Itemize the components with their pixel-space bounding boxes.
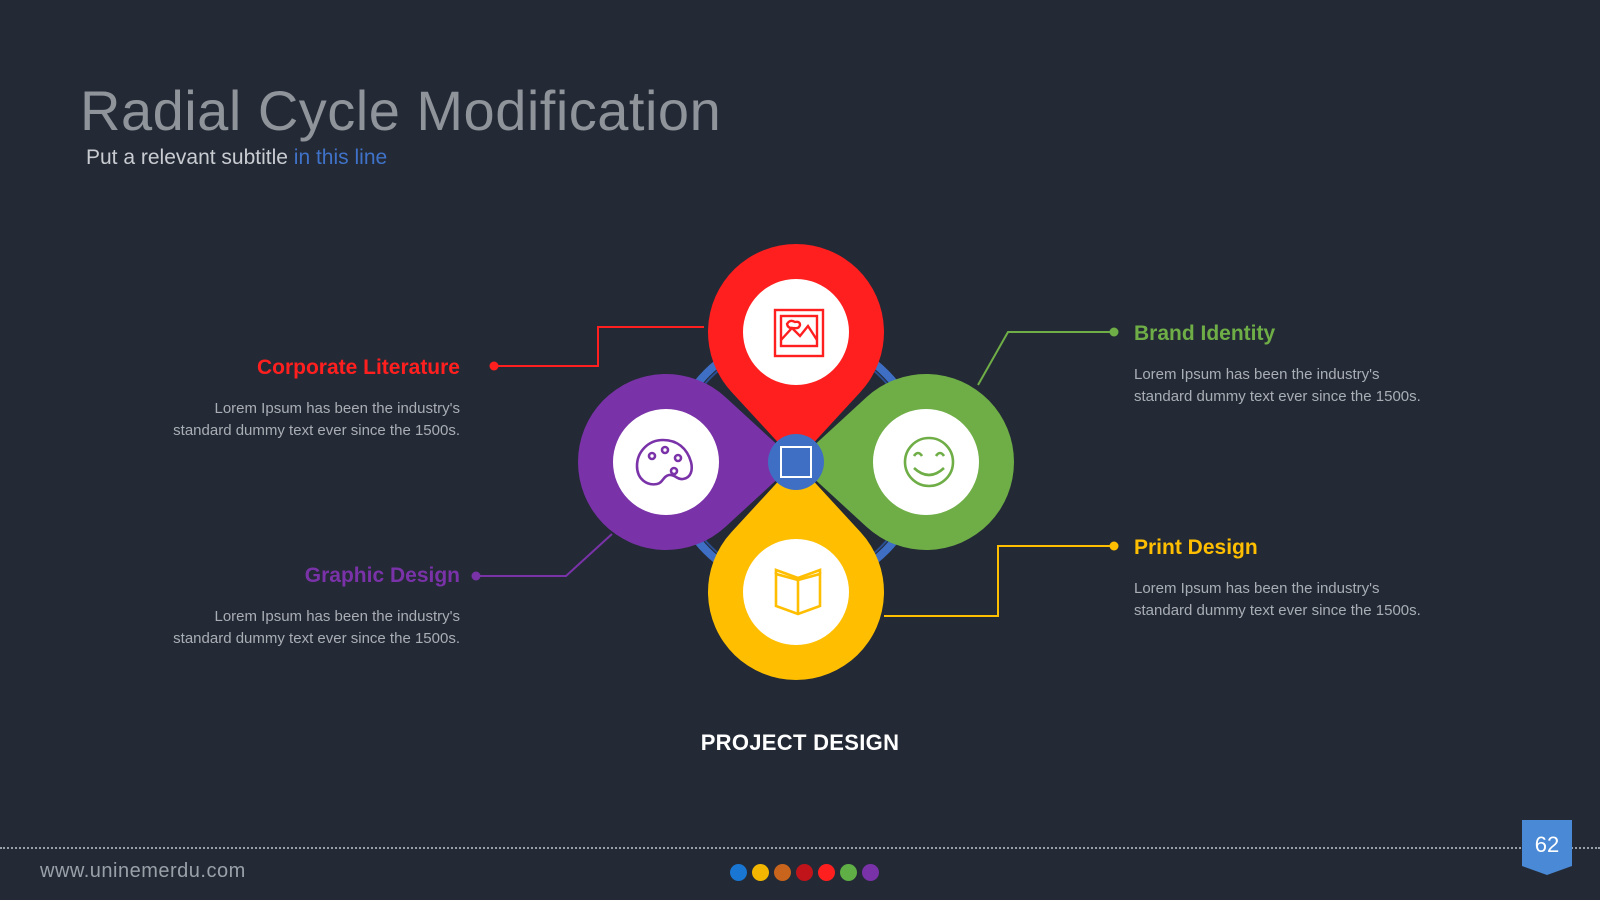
color-dot <box>796 864 813 881</box>
center-node <box>768 434 824 490</box>
page-badge <box>1522 820 1572 875</box>
connector-dot-print-design <box>1109 541 1119 551</box>
item-body-corporate-literature: Lorem Ipsum has been the industry's stan… <box>173 400 460 439</box>
color-dot <box>818 864 835 881</box>
book-icon <box>774 568 822 616</box>
page-title: Radial Cycle Modification <box>80 79 722 142</box>
center-caption-text: PROJECT DESIGN <box>700 730 900 755</box>
petal-brand-identity-icon-bg <box>873 409 979 515</box>
connector-corporate-literature <box>494 326 704 367</box>
item-body-graphic-design: Lorem Ipsum has been the industry's stan… <box>173 608 460 647</box>
item-title-print-design: Print Design <box>1134 536 1258 559</box>
color-dot <box>774 864 791 881</box>
footer-url[interactable]: www.uninemerdu.com <box>40 860 246 882</box>
subtitle-highlight: in this line <box>293 146 388 169</box>
center-caption: PROJECT DESIGN <box>0 730 1600 756</box>
connector-brand-identity <box>977 331 1114 386</box>
image-icon <box>773 308 825 358</box>
palette-icon <box>635 438 694 486</box>
color-dot <box>752 864 769 881</box>
color-dot <box>862 864 879 881</box>
petal-print-design-icon-bg <box>743 539 849 645</box>
item-title-corporate-literature: Corporate Literature <box>256 356 460 379</box>
connector-graphic-design <box>476 533 613 577</box>
page-subtitle: Put a relevant subtitle in this line <box>86 146 387 170</box>
petal-graphic-design-icon-bg <box>613 409 719 515</box>
square-icon <box>780 446 812 478</box>
color-dot <box>840 864 857 881</box>
subtitle-text: Put a relevant subtitle <box>86 146 294 169</box>
color-dots <box>730 864 879 881</box>
item-title-brand-identity: Brand Identity <box>1134 322 1276 345</box>
smiley-icon <box>903 436 955 488</box>
connector-dot-graphic-design <box>471 571 481 581</box>
footer-divider <box>0 847 1600 849</box>
color-dot <box>730 864 747 881</box>
item-title-graphic-design: Graphic Design <box>304 564 460 587</box>
item-body-brand-identity: Lorem Ipsum has been the industry's stan… <box>1134 366 1421 405</box>
item-body-print-design: Lorem Ipsum has been the industry's stan… <box>1134 580 1421 619</box>
connector-dot-brand-identity <box>1109 327 1119 337</box>
connector-dot-corporate-literature <box>489 361 499 371</box>
connector-print-design <box>884 545 1114 617</box>
page-number: 62 <box>1534 832 1560 857</box>
